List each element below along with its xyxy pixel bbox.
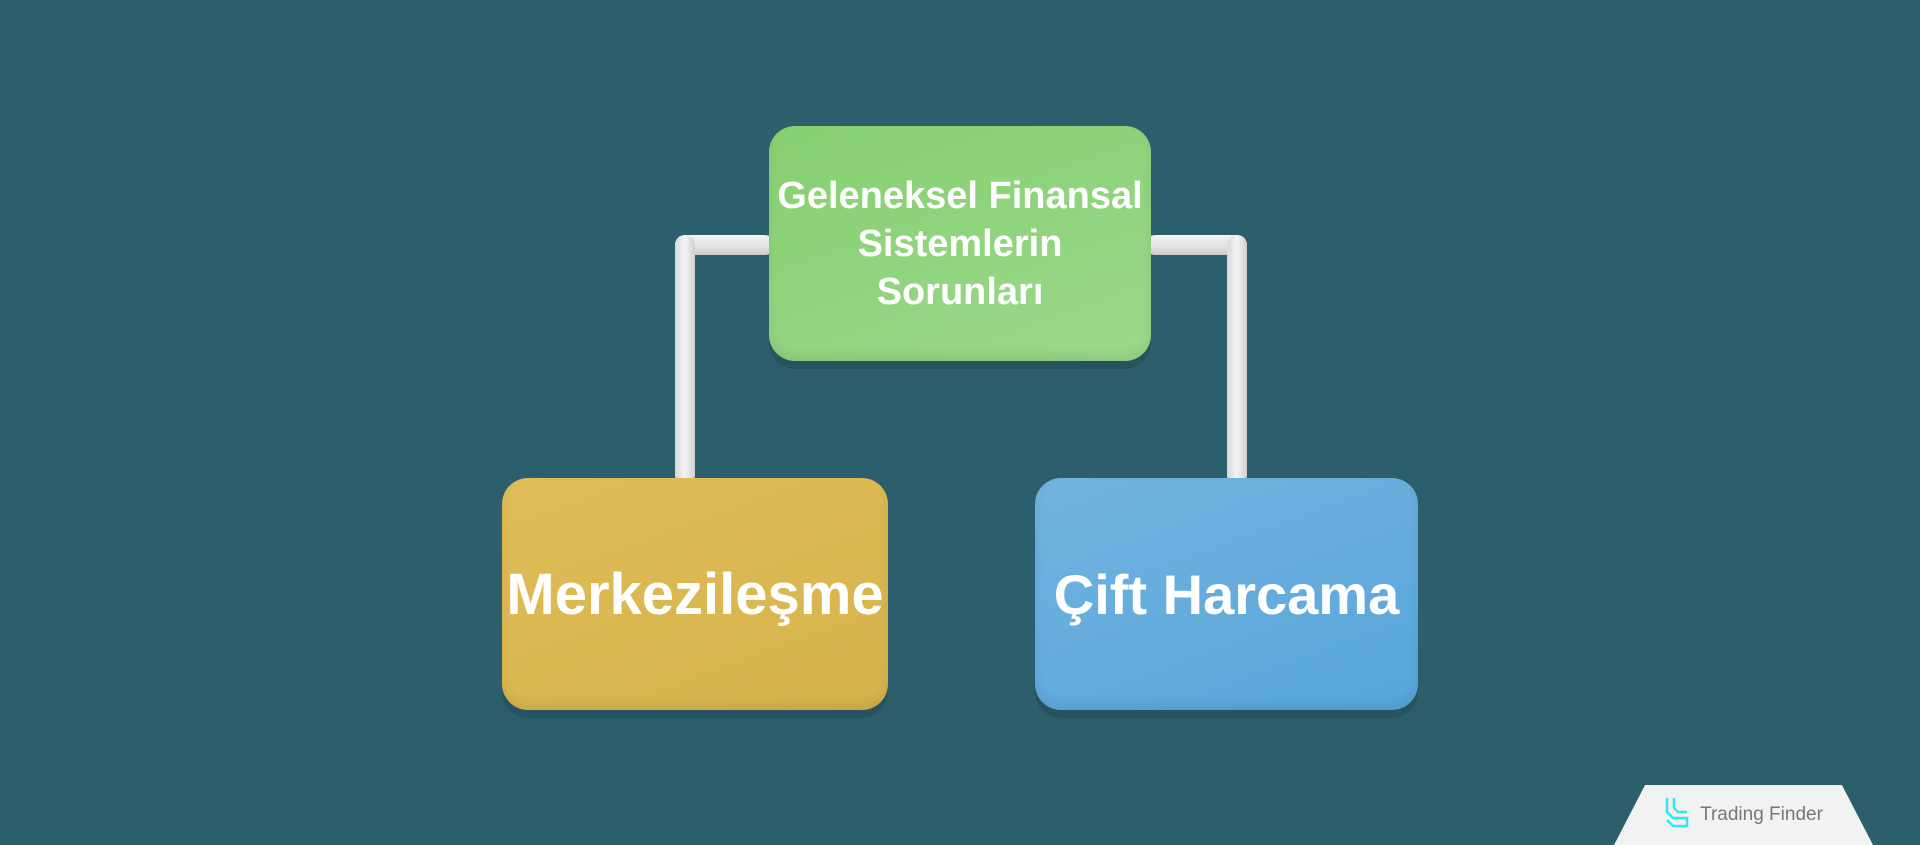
connector-left-vertical (675, 235, 695, 485)
root-node: Geleneksel Finansal Sistemlerin Sorunlar… (769, 126, 1151, 361)
child-node-label: Merkezileşme (506, 561, 884, 627)
child-node-centralization: Merkezileşme (502, 478, 888, 710)
connector-right-horizontal (1145, 235, 1247, 255)
child-node-double-spending: Çift Harcama (1035, 478, 1418, 710)
child-node-label: Çift Harcama (1053, 562, 1400, 626)
root-node-line2: Sistemlerin Sorunları (857, 222, 1063, 313)
root-node-line1: Geleneksel Finansal (777, 174, 1143, 217)
connector-right-vertical (1227, 235, 1247, 485)
connector-left-horizontal (675, 235, 775, 255)
tradingfinder-logo-icon (1664, 796, 1690, 835)
branding-tab: Trading Finder (1614, 785, 1873, 845)
brand-name: Trading Finder (1700, 804, 1823, 825)
